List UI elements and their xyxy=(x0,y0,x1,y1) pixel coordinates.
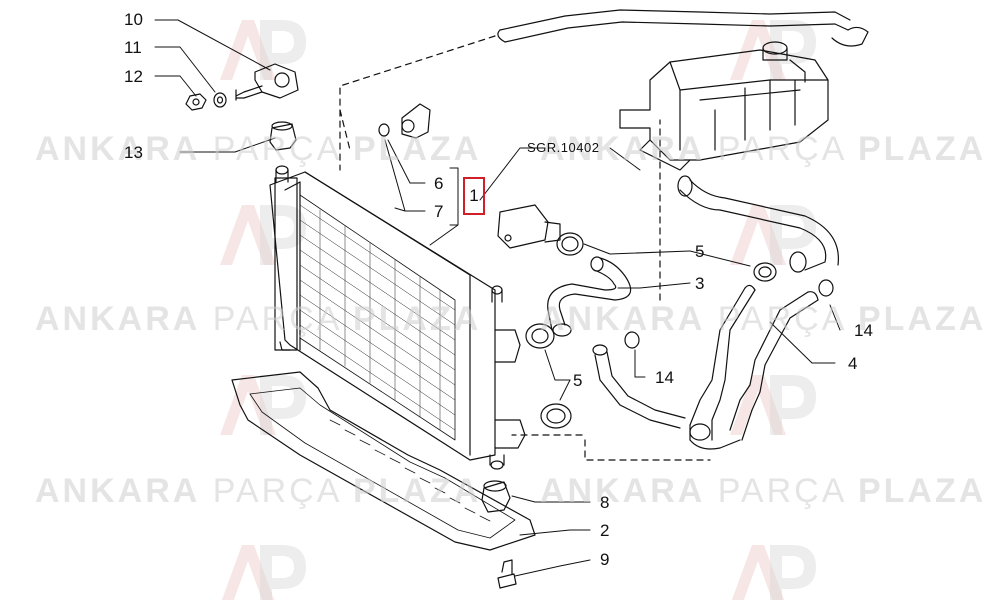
part-number-11: 11 xyxy=(124,38,142,57)
part-10-sensor xyxy=(235,63,299,101)
part-9-bolt xyxy=(497,559,517,589)
part-8-mount xyxy=(481,480,511,513)
leader-lines xyxy=(154,19,841,577)
expansion-tank xyxy=(619,41,829,171)
part-number-10: 10 xyxy=(124,10,143,29)
part-number-14-right: 14 xyxy=(854,321,873,340)
part-number-9: 9 xyxy=(600,550,610,569)
part-number-5-bottom: 5 xyxy=(573,371,583,390)
part-number-8: 8 xyxy=(600,493,610,512)
guide-lines xyxy=(339,35,711,461)
part-11-12-washers xyxy=(185,92,227,111)
bracket-slots xyxy=(329,419,491,522)
part-number-12: 12 xyxy=(124,67,143,86)
part-13-bush xyxy=(269,121,297,151)
part-number-5-top: 5 xyxy=(695,242,705,261)
upper-return-hose xyxy=(497,9,869,47)
part-number-7: 7 xyxy=(434,202,444,221)
radiator-core-mesh xyxy=(299,204,456,431)
part-number-2: 2 xyxy=(600,521,610,540)
part-number-14-middle: 14 xyxy=(655,368,674,387)
clamps-5 xyxy=(525,232,777,429)
hose-3 xyxy=(547,256,632,337)
lower-hose-assembly xyxy=(592,175,839,450)
thermostat-flange xyxy=(497,204,561,249)
part-2-bracket xyxy=(231,371,536,551)
part-number-13: 13 xyxy=(124,143,143,162)
clamps-14 xyxy=(624,279,834,349)
radiator xyxy=(269,165,526,470)
part-number-4: 4 xyxy=(848,354,858,373)
reference-label: SGR.10402 xyxy=(527,140,600,155)
part-6-7-plug xyxy=(378,103,431,139)
part-number-3: 3 xyxy=(695,274,705,293)
part-number-1-highlighted[interactable]: 1 xyxy=(463,177,485,215)
part-number-6: 6 xyxy=(434,174,444,193)
